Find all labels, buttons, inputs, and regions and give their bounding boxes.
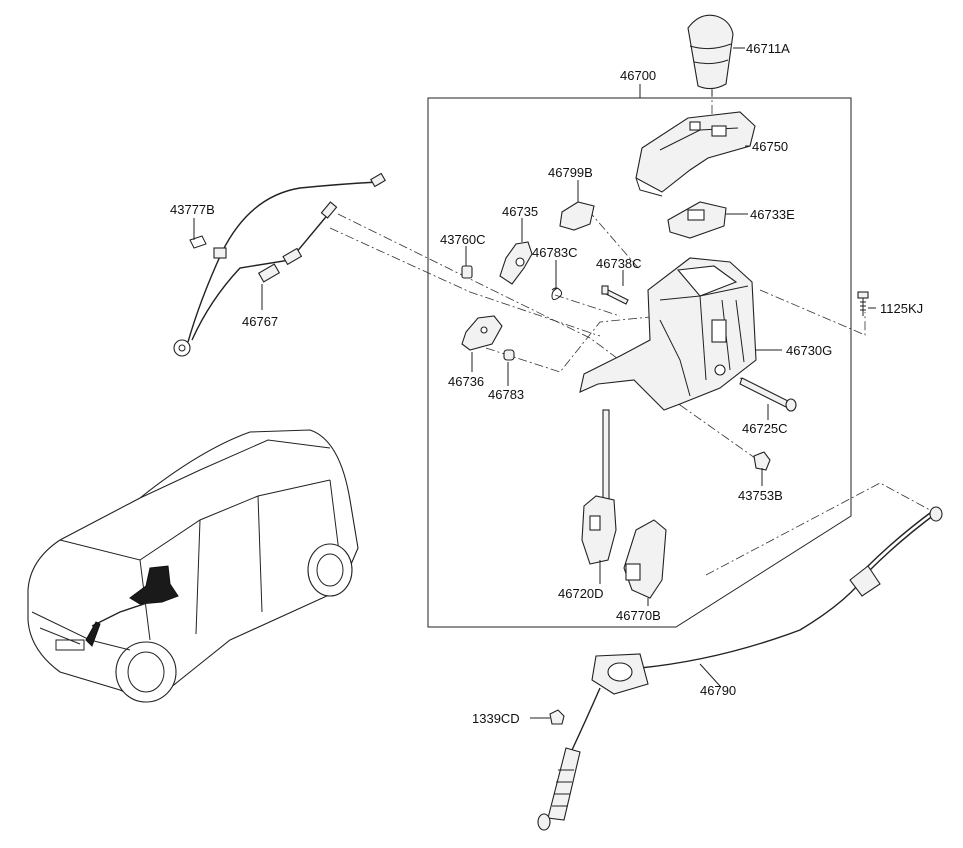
shift-lever-rod	[581, 409, 617, 565]
shift-lever-bracket	[579, 257, 757, 411]
label-46799B: 46799B	[548, 165, 593, 180]
clip	[461, 265, 473, 279]
label-46711A: 46711A	[746, 41, 790, 56]
label-46770B: 46770B	[616, 608, 661, 623]
label-43753B: 43753B	[738, 488, 783, 503]
pin	[601, 285, 629, 305]
label-46767: 46767	[242, 314, 278, 329]
assembly-frame	[427, 84, 852, 628]
label-46720D: 46720D	[558, 586, 604, 601]
lever-stopper	[559, 201, 595, 231]
leader-lines	[329, 88, 931, 576]
label-1339CD: 1339CD	[472, 711, 520, 726]
label-46750: 46750	[752, 139, 788, 154]
screw-1125kj	[857, 291, 869, 316]
label-46733E: 46733E	[750, 207, 795, 222]
label-46700: 46700	[620, 68, 656, 83]
label-43777B: 43777B	[170, 202, 215, 217]
detent-plate	[623, 519, 667, 599]
label-46738C: 46738C	[596, 256, 642, 271]
indicator-cover	[635, 111, 756, 197]
label-1125KJ: 1125KJ	[880, 301, 923, 316]
part-labels: 46711A 46700 46750 46799B 46733E 43777B …	[170, 41, 923, 726]
interlock-cable	[173, 172, 386, 357]
car-illustration	[27, 429, 359, 703]
shift-cable	[537, 506, 943, 831]
long-bolt	[739, 377, 797, 412]
nut-43753b	[753, 451, 771, 471]
label-46725C: 46725C	[742, 421, 788, 436]
label-46730G: 46730G	[786, 343, 832, 358]
label-46735: 46735	[502, 204, 538, 219]
label-46783C: 46783C	[532, 245, 578, 260]
slide-plate	[667, 201, 727, 239]
label-43760C: 43760C	[440, 232, 486, 247]
shift-knob	[687, 14, 734, 96]
lever-bracket	[499, 241, 533, 285]
label-46736: 46736	[448, 374, 484, 389]
callout-lines	[193, 47, 876, 719]
nut-1339cd	[549, 709, 565, 725]
label-46790: 46790	[700, 683, 736, 698]
label-46783: 46783	[488, 387, 524, 402]
spring-46783c	[551, 287, 563, 301]
spring-46783	[503, 349, 515, 361]
lock-lever	[461, 315, 503, 351]
cable-clip	[189, 235, 207, 249]
